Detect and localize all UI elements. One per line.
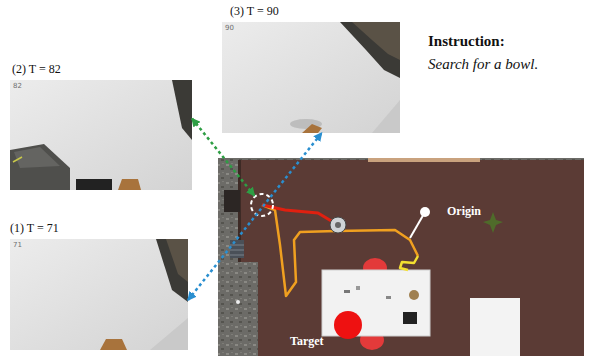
map-shape xyxy=(483,212,503,233)
screenshot-panel: (2) T = 8282 xyxy=(10,80,192,190)
panel-heading: (3) T = 90 xyxy=(230,5,279,19)
map-shape xyxy=(403,312,417,324)
map-shape xyxy=(236,300,240,304)
map-shape xyxy=(344,290,350,293)
map-shape xyxy=(224,190,240,212)
screenshot-panel: (3) T = 9090 xyxy=(222,22,400,133)
map-shape xyxy=(251,194,273,216)
frame-number: 82 xyxy=(13,82,22,90)
map-shape xyxy=(218,158,584,356)
map-shape xyxy=(230,255,244,256)
map-shape xyxy=(14,147,60,168)
map-label: Origin xyxy=(447,205,481,219)
map-shape xyxy=(356,286,360,290)
map-panel: OriginTarget xyxy=(218,158,584,356)
map-shape xyxy=(352,22,400,60)
map-shape xyxy=(262,205,418,296)
map-shape xyxy=(230,245,244,246)
map-shape xyxy=(230,250,244,251)
map-shape xyxy=(10,239,188,350)
screenshot-2 xyxy=(10,80,192,190)
map-shape xyxy=(118,179,141,190)
frame-number: 71 xyxy=(13,241,22,249)
instruction-text: Search for a bowl. xyxy=(428,56,538,73)
screenshot-1 xyxy=(10,239,188,350)
map-shape xyxy=(240,160,584,356)
screenshot-panel: (1) T = 7171 xyxy=(10,239,188,350)
map-shape xyxy=(470,298,520,356)
dotted-arrow xyxy=(192,119,254,196)
map-shape xyxy=(330,217,346,233)
map-shape xyxy=(100,339,127,350)
frame-number: 90 xyxy=(225,24,234,32)
map-shape xyxy=(222,22,400,133)
panel-heading: (2) T = 82 xyxy=(12,63,61,77)
map-shape xyxy=(166,239,188,282)
map-shape xyxy=(150,318,188,350)
map-shape xyxy=(172,80,192,140)
map-shape xyxy=(10,144,70,190)
map-shape xyxy=(13,157,22,162)
map-shape xyxy=(302,124,322,133)
top-down-map xyxy=(218,158,584,356)
map-shape xyxy=(420,207,430,217)
panel-heading: (1) T = 71 xyxy=(10,222,59,236)
map-shape xyxy=(386,296,391,299)
map-shape xyxy=(409,290,419,300)
map-shape xyxy=(372,100,400,133)
map-shape xyxy=(368,158,480,162)
map-shape xyxy=(76,179,112,190)
map-shape xyxy=(335,222,341,228)
map-label: Target xyxy=(290,335,324,349)
map-shape xyxy=(400,256,418,270)
map-shape xyxy=(156,239,188,302)
instruction-heading: Instruction: xyxy=(428,33,505,50)
map-shape xyxy=(340,22,400,78)
map-shape xyxy=(230,240,244,258)
screenshot-3 xyxy=(222,22,400,133)
map-shape xyxy=(10,80,192,190)
map-shape xyxy=(334,311,362,339)
dotted-arrow xyxy=(188,133,322,300)
map-shape xyxy=(483,212,503,233)
